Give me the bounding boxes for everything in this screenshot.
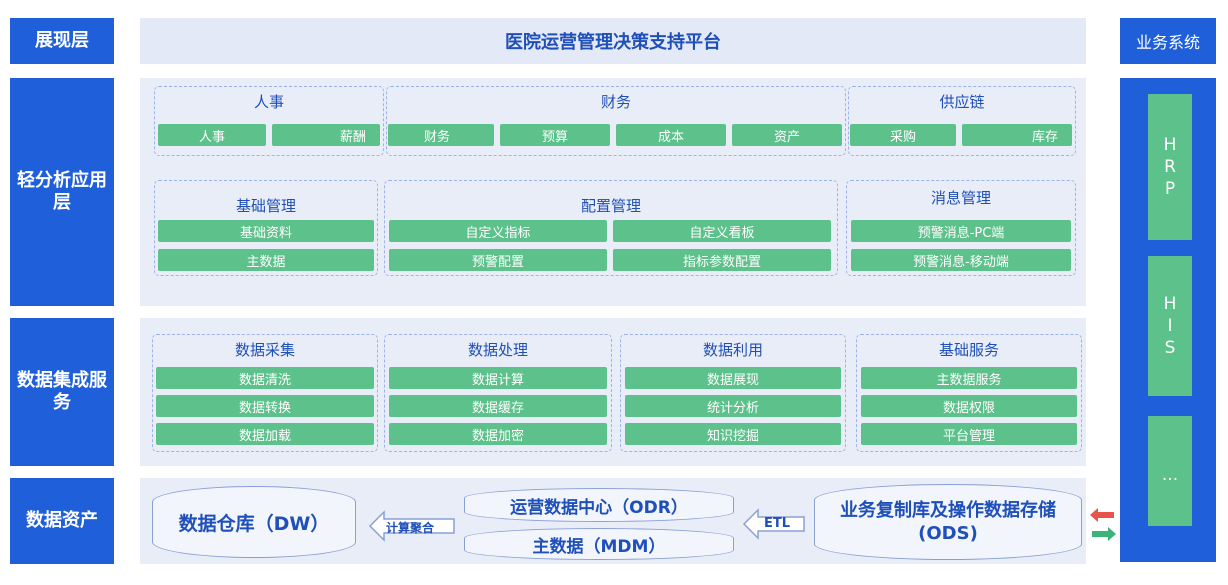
group-title: 数据利用 bbox=[702, 341, 763, 359]
item-platform-mgmt: 平台管理 bbox=[861, 423, 1077, 445]
group-title: 基础服务 bbox=[938, 341, 999, 359]
item-data-display: 数据展现 bbox=[625, 367, 841, 389]
item-alert-pc: 预警消息-PC端 bbox=[851, 220, 1071, 242]
group-title: 供应链 bbox=[939, 93, 985, 111]
aggregate-arrow-icon bbox=[368, 510, 455, 542]
etl-arrow-icon bbox=[742, 508, 805, 540]
group-title: 配置管理 bbox=[580, 197, 641, 215]
group-data-collection: 数据采集 bbox=[152, 334, 378, 452]
system-letter: I bbox=[1167, 315, 1173, 336]
item-indicator-params: 指标参数配置 bbox=[613, 249, 831, 271]
item-basic-data: 基础资料 bbox=[158, 220, 374, 242]
item-finance: 财务 bbox=[388, 124, 494, 146]
item-custom-indicator: 自定义指标 bbox=[389, 220, 607, 242]
group-config-mgmt: 配置管理 bbox=[384, 180, 838, 276]
system-letter: ... bbox=[1161, 465, 1179, 485]
group-title: 基础管理 bbox=[235, 197, 296, 215]
item-alert-mobile: 预警消息-移动端 bbox=[851, 249, 1071, 271]
item-master-data: 主数据 bbox=[158, 249, 374, 271]
layer-integration: 数据集成服务 bbox=[10, 318, 114, 466]
group-supply-chain: 供应链 bbox=[848, 86, 1076, 156]
group-data-utilization: 数据利用 bbox=[620, 334, 846, 452]
item-knowledge-mining: 知识挖掘 bbox=[625, 423, 841, 445]
system-letter: P bbox=[1164, 179, 1176, 200]
item-alert-config: 预警配置 bbox=[389, 249, 607, 271]
item-custom-dashboard: 自定义看板 bbox=[613, 220, 831, 242]
mdm-store: 主数据（MDM） bbox=[464, 528, 734, 560]
system-more: ... bbox=[1148, 416, 1192, 526]
group-finance: 财务 bbox=[386, 86, 846, 156]
group-basic-services: 基础服务 bbox=[856, 334, 1082, 452]
arrow-shape bbox=[742, 508, 805, 540]
item-inventory: 库存 bbox=[962, 124, 1072, 146]
odr-label: 运营数据中心（ODR） bbox=[510, 497, 688, 518]
item-cost: 成本 bbox=[616, 124, 726, 146]
mdm-label: 主数据（MDM） bbox=[532, 536, 666, 557]
sync-arrows-icon bbox=[1090, 508, 1116, 541]
data-warehouse: 数据仓库（DW） bbox=[152, 486, 356, 558]
item-data-cleaning: 数据清洗 bbox=[156, 367, 374, 389]
group-hr: 人事 bbox=[154, 86, 384, 156]
layer-presentation: 展现层 bbox=[10, 18, 114, 64]
item-data-encrypt: 数据加密 bbox=[389, 423, 607, 445]
system-letter: R bbox=[1164, 156, 1176, 177]
item-data-compute: 数据计算 bbox=[389, 367, 607, 389]
system-his: H I S bbox=[1148, 256, 1192, 396]
layer-analysis: 轻分析应用层 bbox=[10, 78, 114, 306]
aggregate-label: 计算聚合 bbox=[386, 521, 435, 535]
group-title: 数据采集 bbox=[234, 341, 295, 359]
group-message-mgmt: 消息管理 bbox=[846, 180, 1076, 276]
item-data-cache: 数据缓存 bbox=[389, 395, 607, 417]
group-title: 财务 bbox=[600, 93, 631, 111]
odr-store: 运营数据中心（ODR） bbox=[464, 488, 734, 522]
ods-label-line2: (ODS) bbox=[918, 523, 978, 544]
etl-label: ETL bbox=[764, 516, 791, 531]
arrow-left-red bbox=[1090, 508, 1114, 522]
group-data-processing: 数据处理 bbox=[384, 334, 612, 452]
group-title: 人事 bbox=[253, 93, 284, 111]
ods-label-line1: 业务复制库及操作数据存储 bbox=[840, 499, 1056, 521]
arrow-right-green bbox=[1092, 527, 1116, 541]
layer-assets: 数据资产 bbox=[10, 478, 114, 564]
item-data-load: 数据加载 bbox=[156, 423, 374, 445]
item-statistics: 统计分析 bbox=[625, 395, 841, 417]
item-budget: 预算 bbox=[500, 124, 610, 146]
group-title: 数据处理 bbox=[467, 341, 528, 359]
dw-label: 数据仓库（DW） bbox=[178, 512, 330, 535]
business-systems-header: 业务系统 bbox=[1120, 18, 1216, 64]
item-data-transform: 数据转换 bbox=[156, 395, 374, 417]
ods-store: 业务复制库及操作数据存储 (ODS) bbox=[814, 484, 1082, 560]
item-master-data-service: 主数据服务 bbox=[861, 367, 1077, 389]
arrow-shape bbox=[368, 510, 455, 542]
item-data-permission: 数据权限 bbox=[861, 395, 1077, 417]
group-basic-mgmt: 基础管理 bbox=[154, 180, 378, 276]
system-letter: S bbox=[1164, 338, 1176, 359]
item-hr: 人事 bbox=[158, 124, 266, 146]
system-hrp: H R P bbox=[1148, 94, 1192, 240]
item-asset: 资产 bbox=[732, 124, 842, 146]
system-letter: H bbox=[1163, 134, 1177, 155]
system-letter: H bbox=[1163, 293, 1177, 314]
group-title: 消息管理 bbox=[930, 189, 991, 207]
item-salary: 薪酬 bbox=[272, 124, 380, 146]
platform-title: 医院运营管理决策支持平台 bbox=[140, 18, 1086, 64]
item-purchase: 采购 bbox=[850, 124, 956, 146]
